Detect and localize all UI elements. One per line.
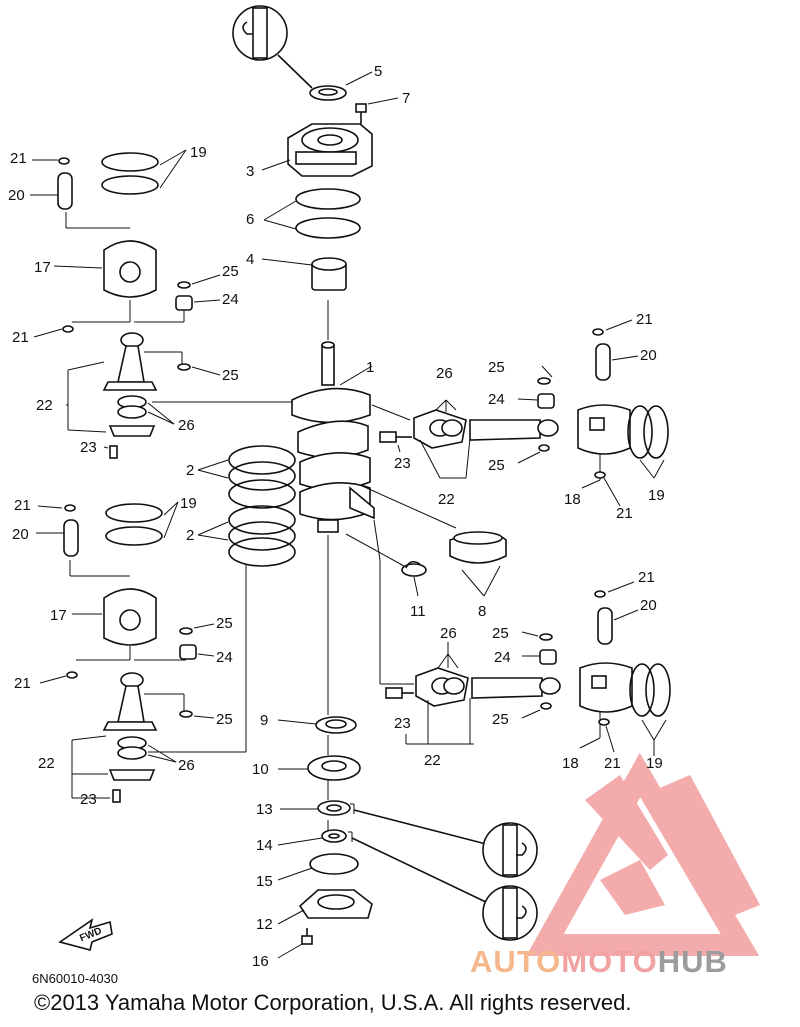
callout-24: 24: [216, 649, 233, 666]
part-12-lower-bearing-housing: [277, 889, 373, 925]
part-16-bolt: [277, 928, 313, 959]
callout-26: 26: [440, 625, 457, 642]
seal-detail-bottom-2: [351, 837, 538, 941]
watermark-brand: AUTOMOTOHUB: [470, 944, 728, 980]
callout-24: 24: [488, 391, 505, 408]
callout-17: 17: [50, 607, 67, 624]
callout-19: 19: [646, 755, 663, 772]
callout-6: 6: [246, 211, 254, 228]
part-3-upper-bearing-housing: [261, 123, 373, 177]
part-15-o-ring: [277, 853, 359, 881]
callout-26: 26: [178, 757, 195, 774]
callout-26: 26: [436, 365, 453, 382]
callout-25: 25: [216, 711, 233, 728]
part-6-o-rings: [263, 188, 361, 239]
callout-25: 25: [492, 711, 509, 728]
brand-moto: MOTO: [561, 944, 658, 979]
callout-15: 15: [256, 873, 273, 890]
callout-24: 24: [222, 291, 239, 308]
callout-25: 25: [216, 615, 233, 632]
seal-detail-top: [232, 5, 313, 89]
callout-25: 25: [492, 625, 509, 642]
callout-8: 8: [478, 603, 486, 620]
callout-11: 11: [410, 603, 426, 620]
part-5-oil-seal: [309, 71, 373, 101]
part-4-needle-bearing: [261, 257, 347, 291]
callout-14: 14: [256, 837, 273, 854]
callout-23: 23: [80, 439, 97, 456]
fwd-arrow: FWD: [58, 918, 113, 951]
seal-detail-bottom-1: [353, 809, 538, 878]
brand-hub: HUB: [657, 944, 728, 979]
part-13-oil-seal: [280, 800, 355, 816]
callout-20: 20: [640, 597, 657, 614]
callout-25: 25: [222, 367, 239, 384]
callout-23: 23: [80, 791, 97, 808]
callout-19: 19: [648, 487, 665, 504]
callout-3: 3: [246, 163, 254, 180]
part-14-oil-seal: [277, 829, 353, 846]
callout-10: 10: [252, 761, 269, 778]
callout-20: 20: [12, 526, 29, 543]
diagram-code: 6N60010-4030: [32, 971, 119, 986]
brand-auto: AUTO: [470, 944, 562, 979]
callout-22: 22: [36, 397, 53, 414]
callout-21: 21: [636, 311, 653, 328]
callout-23: 23: [394, 455, 411, 472]
left-lower-piston-group: [36, 501, 215, 803]
watermark-logo: [526, 752, 760, 956]
callout-21: 21: [10, 150, 27, 167]
callout-22: 22: [38, 755, 55, 772]
part-9-seal: [277, 716, 357, 734]
callout-9: 9: [260, 712, 268, 729]
part-2-piston-rings: [148, 445, 296, 753]
callout-16: 16: [252, 953, 269, 970]
callout-2: 2: [186, 462, 194, 479]
callout-26: 26: [178, 417, 195, 434]
callout-21: 21: [14, 497, 31, 514]
callout-1: 1: [366, 359, 374, 376]
callout-7: 7: [402, 90, 410, 107]
right-upper-piston-group: [371, 319, 669, 507]
part-7-bolt: [355, 97, 399, 124]
callout-25: 25: [222, 263, 239, 280]
callout-20: 20: [640, 347, 657, 364]
callout-21: 21: [638, 569, 655, 586]
part-10-ball-bearing: [278, 755, 361, 781]
callout-2: 2: [186, 527, 194, 544]
callout-21: 21: [616, 505, 633, 522]
callout-labels: 1 2 2 2 2 3 4 5 6 7 8 9 10 11 12 13 14 1…: [8, 63, 665, 970]
callout-21: 21: [604, 755, 621, 772]
callout-18: 18: [564, 491, 581, 508]
right-lower-piston-group: [373, 519, 671, 756]
copyright-notice: ©2013 Yamaha Motor Corporation, U.S.A. A…: [34, 990, 632, 1015]
part-11-circlip: [345, 533, 427, 597]
callout-21: 21: [14, 675, 31, 692]
callout-18: 18: [562, 755, 579, 772]
callout-23: 23: [394, 715, 411, 732]
callout-22: 22: [424, 752, 441, 769]
callout-25: 25: [488, 457, 505, 474]
part-8-bearing-cage: [359, 484, 507, 597]
part-1-crankshaft: [291, 341, 375, 533]
callout-12: 12: [256, 916, 273, 933]
callout-5: 5: [374, 63, 382, 80]
callout-13: 13: [256, 801, 273, 818]
callout-17: 17: [34, 259, 51, 276]
callout-24: 24: [494, 649, 511, 666]
left-upper-piston-group: [30, 149, 292, 459]
callout-25: 25: [488, 359, 505, 376]
callout-19: 19: [180, 495, 197, 512]
callout-22: 22: [438, 491, 455, 508]
callout-4: 4: [246, 251, 254, 268]
callout-20: 20: [8, 187, 25, 204]
callout-21: 21: [12, 329, 29, 346]
callout-19: 19: [190, 144, 207, 161]
